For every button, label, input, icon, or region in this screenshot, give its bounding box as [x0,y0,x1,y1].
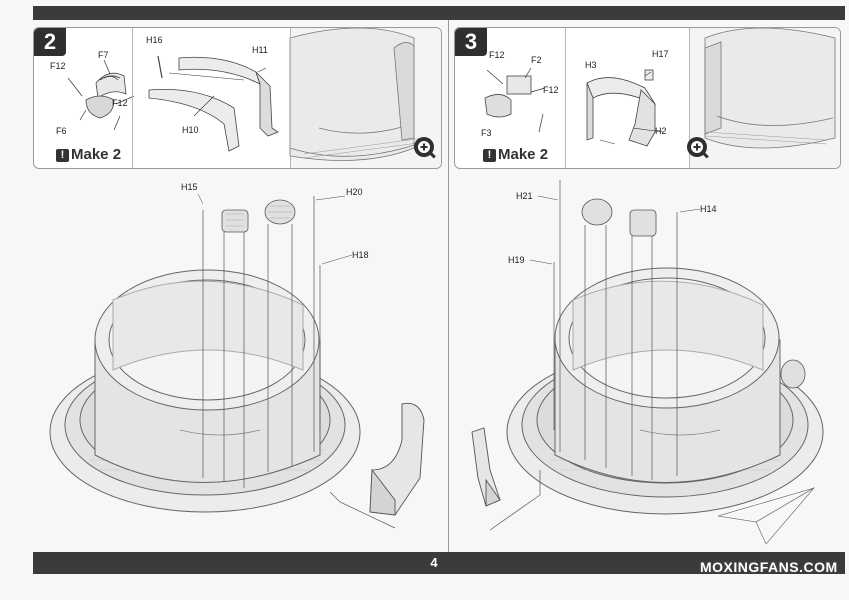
label-h20: H20 [346,187,363,197]
step-3-sub-divider-1 [565,28,566,168]
label-h17: H17 [652,49,669,59]
make-2-note: !Make 2 [56,146,121,163]
label-h15: H15 [181,182,198,192]
label-f12: F12 [50,61,66,71]
label-f7: F7 [98,50,109,60]
step-2-subassembly-drawing [67,28,441,168]
exclamation-icon: ! [483,149,496,162]
label-f12: F12 [489,50,505,60]
make-2-note: !Make 2 [483,146,548,163]
step-2-sub-divider-2 [290,28,291,168]
label-h14: H14 [700,204,717,214]
label-f12: F12 [112,98,128,108]
step-3-sub-divider-2 [689,28,690,168]
page-number: 4 [430,555,438,570]
label-f3: F3 [481,128,492,138]
step-3-number: 3 [455,28,487,56]
label-f12: F12 [543,85,559,95]
label-h2: H2 [655,126,667,136]
exclamation-icon: ! [56,149,69,162]
paper-plane-logo-icon [717,485,818,547]
step-2-number: 2 [34,28,66,56]
step-2-detail-box: 2 [33,27,442,169]
label-h10: H10 [182,125,199,135]
label-h21: H21 [516,191,533,201]
step-2-main-assembly-drawing [49,193,425,529]
label-h19: H19 [508,255,525,265]
watermark-text: MOXINGFANS.COM [700,559,838,575]
make-2-label: Make 2 [498,146,549,163]
bottom-bar [33,552,845,574]
label-h18: H18 [352,250,369,260]
page-divider [448,20,449,552]
label-f6: F6 [56,126,67,136]
step-2-sub-divider-1 [132,28,133,168]
label-h11: H11 [252,45,268,55]
step-3-detail-box: 3 [454,27,841,169]
step-3-subassembly-drawing [484,28,840,168]
zoom-in-icon [687,137,709,159]
label-f2: F2 [531,55,542,65]
label-h3: H3 [585,60,597,70]
label-h16: H16 [146,35,163,45]
make-2-label: Make 2 [71,146,122,163]
zoom-in-icon [414,137,436,159]
top-bar [33,6,845,20]
